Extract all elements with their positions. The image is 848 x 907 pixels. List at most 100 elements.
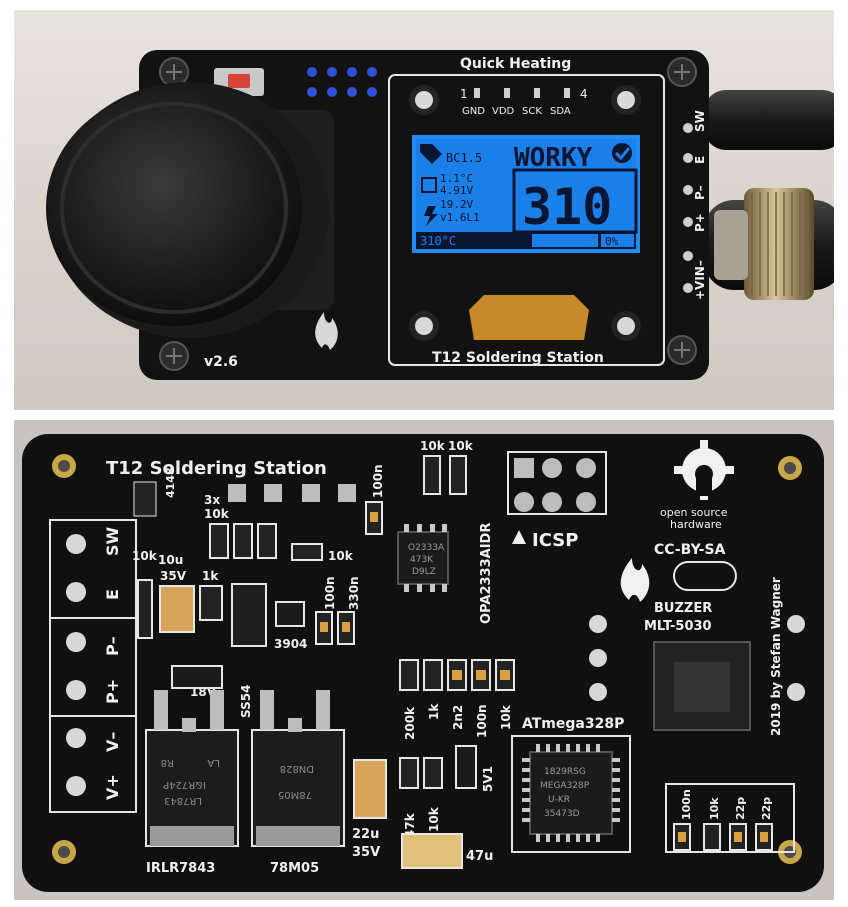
label-1k: 1k — [202, 569, 219, 583]
label-35v: 35V — [160, 569, 187, 583]
label-ss54: SS54 — [239, 685, 253, 718]
terminal-label-v-minus: V– — [103, 732, 122, 752]
mosfet-mark-3: R8 — [161, 757, 174, 768]
cap-100n-a — [365, 501, 383, 535]
buzzer-component — [653, 641, 751, 731]
terminal-block-outline — [49, 519, 137, 813]
label-10k-e: 10k — [427, 806, 441, 832]
top-photo-svg: BC1.5 WORKY 1.1°C 4.91V 19.2V v1.6L1 310… — [46, 50, 834, 380]
label-100n-a: 100n — [371, 464, 385, 498]
oled-screen — [412, 135, 640, 253]
lcd-setpoint: 310°C — [420, 234, 456, 248]
label-35v-b: 35V — [352, 845, 380, 860]
lcd-power: 0% — [605, 235, 619, 248]
label-mcu: ATmega328P — [522, 716, 624, 732]
label-47k: 47k — [403, 812, 417, 838]
opamp-mark-1: O2333A — [408, 543, 445, 553]
side-label-vin: +VIN– — [693, 260, 707, 300]
label-78m05: 78M05 — [270, 861, 319, 876]
lcd-stat-4: v1.6L1 — [440, 211, 480, 224]
label-10k-c: 10k — [132, 549, 158, 563]
side-label-p-plus: P+ — [693, 213, 707, 232]
label-1k-b: 1k — [427, 703, 441, 720]
side-label-sw: SW — [693, 110, 707, 132]
resistor-10k-b — [291, 543, 323, 561]
label-22p-b: 22p — [760, 797, 773, 820]
cap-10u — [159, 585, 195, 633]
resistor-10k-c — [137, 579, 153, 639]
flame-icon — [315, 312, 338, 350]
transistor-3904 — [275, 601, 305, 627]
label-10k-top2: 10k — [448, 439, 474, 453]
mosfet-mark-4: LA — [207, 757, 220, 768]
top-title-label: T12 Soldering Station — [432, 350, 604, 366]
lcd-stat-2: 4.91V — [440, 184, 473, 197]
license-label: CC-BY-SA — [654, 542, 726, 558]
power-box — [601, 234, 634, 247]
lcd-badge: BC1.5 — [446, 151, 482, 165]
mcu-mark-3: U-KR — [548, 795, 570, 805]
reset-button-cap — [228, 74, 250, 88]
icsp-header — [507, 451, 607, 515]
label-10u: 10u — [158, 553, 183, 567]
oled-module-outline — [388, 74, 665, 366]
label-4148: 4148 — [164, 467, 177, 498]
check-mark — [614, 147, 631, 161]
terminal-label-p-plus: P+ — [103, 679, 122, 704]
bolt-icon — [424, 206, 438, 226]
resistor-array-3x — [209, 523, 277, 559]
buzzer-part-label: MLT-5030 — [644, 619, 712, 634]
label-10k-a: 10k — [204, 507, 230, 521]
opamp-chip — [397, 524, 449, 592]
resistor-footprints-top — [423, 455, 467, 495]
buzzer-pads — [589, 615, 805, 701]
slot-outline — [673, 561, 737, 591]
mcu-chip — [511, 735, 631, 853]
author-label: 2019 by Stefan Wagner — [769, 577, 783, 736]
mosfet-mark-1: LR7843 — [164, 795, 202, 806]
resistors-47k-10k — [399, 757, 443, 789]
resistor-1k — [199, 585, 223, 621]
cap-47u — [401, 833, 463, 869]
label-opamp: OPA2333AIDR — [479, 523, 494, 624]
reg-mark-1: 78M05 — [278, 789, 312, 800]
terminal-pads — [66, 534, 86, 796]
pin-label-gnd: GND — [462, 106, 485, 117]
pcb-title: T12 Soldering Station — [106, 458, 327, 479]
label-330n: 330n — [347, 576, 361, 610]
mcu-mark-1: 1829RSG — [544, 767, 586, 777]
regulator-78m05 — [251, 690, 345, 847]
version-label: v2.6 — [204, 354, 238, 370]
open-source-hardware-logo — [674, 440, 734, 500]
buzzer-label: BUZZER — [654, 601, 712, 616]
label-100n-d: 100n — [680, 789, 693, 820]
pin-label-sda: SDA — [550, 106, 571, 117]
oled-mount-hole — [409, 85, 439, 115]
mcu-mark-2: MEGA328P — [540, 781, 590, 791]
label-10k-b: 10k — [328, 549, 354, 563]
bottom-photo-svg: SW E P– P+ V– V+ T12 Soldering Station I… — [22, 434, 824, 892]
gx12-brass-connector — [714, 188, 814, 300]
label-3x: 3x — [204, 493, 220, 507]
label-47u: 47u — [466, 849, 493, 864]
label-22p-a: 22p — [734, 797, 747, 820]
test-pads — [228, 484, 356, 502]
crystal-area-outline — [665, 783, 795, 853]
side-label-e: E — [693, 156, 707, 164]
bottom-photo-pcb: SW E P– P+ V– V+ T12 Soldering Station I… — [14, 420, 834, 900]
diode-4148 — [133, 481, 157, 517]
check-icon — [612, 143, 632, 163]
pin-number-4: 4 — [580, 87, 588, 101]
oled-mount-hole — [611, 311, 641, 341]
cap-22u — [353, 759, 387, 819]
lcd-stat-1: 1.1°C — [440, 172, 473, 185]
rotary-encoder-knob[interactable] — [46, 82, 334, 338]
top-photo-assembled-station: BC1.5 WORKY 1.1°C 4.91V 19.2V v1.6L1 310… — [14, 10, 834, 410]
side-pin-holes — [683, 123, 693, 293]
label-22u: 22u — [352, 827, 379, 842]
pin-label-vdd: VDD — [492, 106, 515, 117]
terminal-label-e: E — [103, 589, 122, 600]
side-label-p-minus: P– — [693, 185, 707, 200]
reg-mark-2: DN828 — [280, 763, 314, 774]
oled-header-pins — [474, 88, 570, 98]
